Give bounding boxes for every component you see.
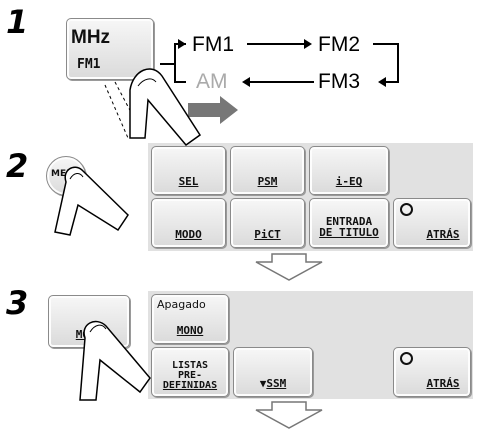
- finger-icon-step3: [80, 322, 150, 400]
- slide-arrow-icon: [188, 96, 238, 124]
- sequence-arrows: [160, 44, 398, 82]
- down-arrow-icon: [256, 402, 322, 428]
- finger-icon-step1: [105, 69, 200, 145]
- sequence-arrowheads: [178, 39, 386, 87]
- finger-icon-step2: [55, 167, 128, 235]
- down-arrow-icon: [256, 254, 322, 280]
